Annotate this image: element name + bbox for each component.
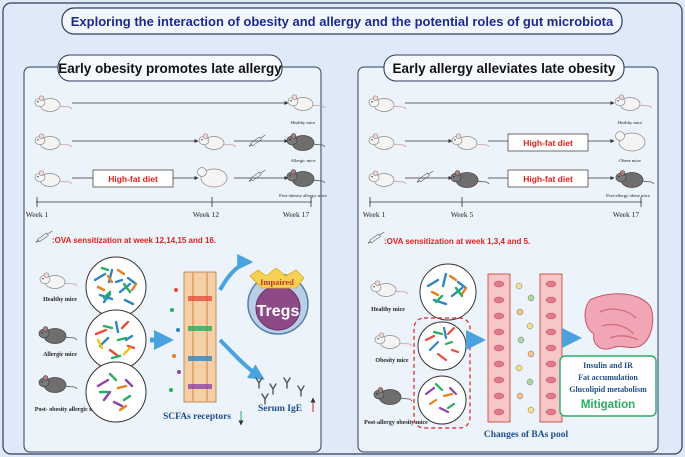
microbiota-circle bbox=[85, 309, 147, 371]
diet-label: High-fat diet bbox=[108, 174, 158, 184]
group-label-post-obesity: Post- obesity allergic mice bbox=[35, 407, 102, 413]
microbiota-circle bbox=[85, 256, 147, 318]
mitigation-label: Mitigation bbox=[581, 399, 635, 411]
obese-mouse-icon bbox=[200, 168, 228, 188]
left-panel: Early obesity promotes late allergy Heal… bbox=[23, 54, 327, 453]
row-label-healthy: Healthy mice bbox=[291, 120, 316, 125]
right-panel: Early allergy alleviates late obesity He… bbox=[357, 54, 659, 453]
diet-box bbox=[92, 169, 174, 188]
ova-note: :OVA sensitization at week 1,3,4 and 5. bbox=[384, 237, 530, 246]
row-label-post-obesity: Post-obesity allergic mice bbox=[279, 193, 327, 198]
effects-box bbox=[559, 355, 657, 417]
microbiota-circle bbox=[417, 321, 467, 371]
highlight-box bbox=[413, 317, 471, 429]
week-label: Week 1 bbox=[26, 210, 49, 219]
group-label-healthy: Healthy mice bbox=[371, 307, 405, 313]
diet-label: High-fat diet bbox=[523, 138, 573, 148]
microbiota-circle bbox=[417, 375, 467, 425]
effect-insulin: Insulin and IR bbox=[583, 361, 633, 370]
row-label-healthy: Healthy mice bbox=[618, 120, 643, 125]
left-heading-box bbox=[57, 54, 283, 82]
diet-box bbox=[507, 169, 589, 188]
week-label: Week 17 bbox=[613, 210, 640, 219]
title-box bbox=[61, 7, 623, 35]
group-label-obesity: Obesity mice bbox=[375, 358, 408, 364]
obese-mouse-icon bbox=[618, 132, 646, 152]
intestinal-epithelium bbox=[487, 273, 563, 423]
row-label-post-allergy: Post-allergy obese mice bbox=[606, 193, 650, 198]
impaired-burst bbox=[249, 267, 305, 289]
intestine-icon bbox=[584, 293, 654, 350]
microbiota-circle bbox=[85, 361, 147, 423]
bas-label: Changes of BAs pool bbox=[484, 430, 569, 440]
ige-label: Serum IgE bbox=[258, 404, 302, 414]
effect-fat: Fat accumulation bbox=[578, 373, 638, 382]
diet-label: High-fat diet bbox=[523, 174, 573, 184]
row-label-obese: Obese mice bbox=[619, 158, 641, 163]
flow-arrow bbox=[218, 338, 265, 380]
ige-molecules bbox=[255, 377, 305, 405]
left-panel-box bbox=[23, 66, 322, 453]
flow-arrow bbox=[218, 254, 254, 291]
week-label: Week 1 bbox=[363, 210, 386, 219]
impaired-label: Impaired bbox=[260, 277, 294, 287]
ova-note: :OVA sensitization at week 12,14,15 and … bbox=[52, 236, 216, 245]
week-label: Week 12 bbox=[193, 210, 220, 219]
microbiota-circle bbox=[419, 263, 477, 321]
group-label-allergic: Allergic mice bbox=[43, 352, 77, 358]
tregs-label: Tregs bbox=[257, 303, 300, 320]
tregs-cell bbox=[247, 273, 309, 335]
right-heading-box bbox=[383, 54, 625, 82]
right-panel-heading: Early allergy alleviates late obesity bbox=[393, 61, 616, 76]
week-label: Week 5 bbox=[451, 210, 474, 219]
effect-glucolipid: Glucolipid metabolism bbox=[569, 385, 647, 394]
diet-box bbox=[507, 133, 589, 152]
group-label-healthy: Healthy mice bbox=[43, 297, 77, 303]
title: Exploring the interaction of obesity and… bbox=[71, 14, 614, 29]
row-label-allergic: Allergic mice bbox=[290, 158, 315, 163]
group-label-post-allergy: Post-allergy obesity mice bbox=[364, 420, 428, 426]
week-label: Week 17 bbox=[283, 210, 310, 219]
scfa-label: SCFAs receptors bbox=[163, 412, 231, 422]
intestinal-membrane bbox=[169, 271, 217, 403]
left-panel-heading: Early obesity promotes late allergy bbox=[58, 61, 282, 76]
